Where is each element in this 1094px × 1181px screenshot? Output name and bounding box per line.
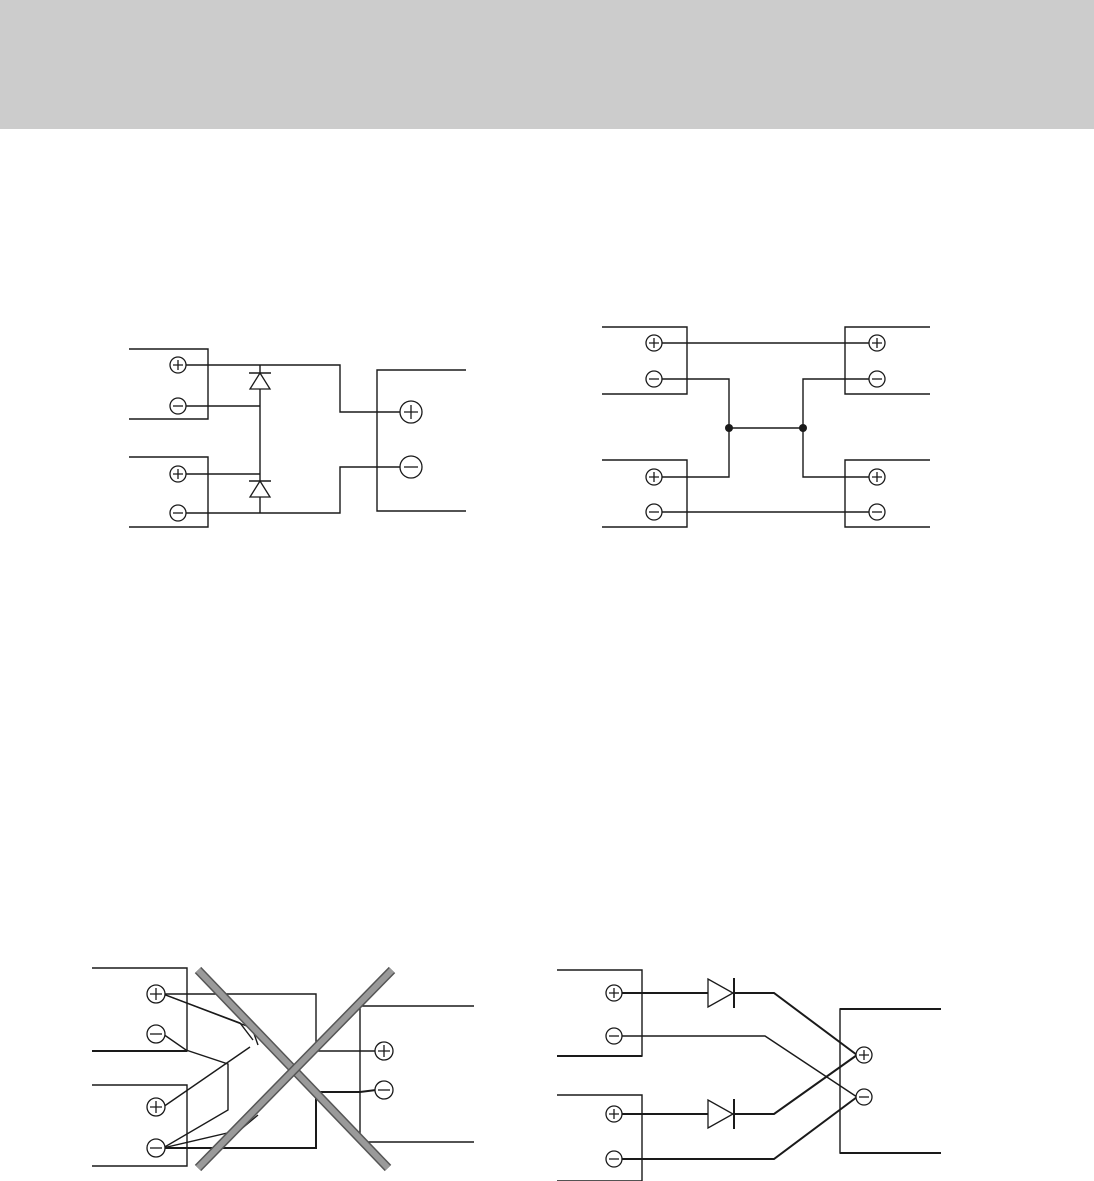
- plus-terminal-icon: [400, 401, 422, 423]
- supply-box-1: [129, 349, 208, 419]
- plus-terminal-icon: [646, 469, 662, 485]
- diode-1: [249, 373, 271, 389]
- minus-terminal-icon: [869, 371, 885, 387]
- plus-terminal-icon: [375, 1042, 393, 1060]
- minus-terminal-icon: [400, 456, 422, 478]
- diode-2: [708, 1099, 734, 1129]
- supply-box-1: [602, 327, 687, 394]
- supply-box-3: [845, 327, 930, 394]
- minus-terminal-icon: [869, 504, 885, 520]
- plus-terminal-icon: [606, 1106, 622, 1122]
- minus-terminal-icon: [856, 1089, 872, 1105]
- figure-bottom-left: [92, 968, 474, 1168]
- figure-top-right: [602, 327, 930, 527]
- supply-box-2: [557, 1095, 642, 1181]
- supply-box-2: [92, 1085, 187, 1166]
- minus-terminal-icon: [147, 1139, 165, 1157]
- wire: [621, 1036, 857, 1097]
- minus-terminal-icon: [170, 398, 186, 414]
- plus-terminal-icon: [646, 335, 662, 351]
- minus-terminal-icon: [375, 1081, 393, 1099]
- wire: [734, 993, 857, 1055]
- plus-terminal-icon: [856, 1047, 872, 1063]
- plus-terminal-icon: [869, 335, 885, 351]
- diode-1: [708, 978, 734, 1008]
- cross-out-icon: [198, 970, 392, 1168]
- plus-terminal-icon: [170, 357, 186, 373]
- wire: [621, 1097, 857, 1159]
- wire: [185, 365, 400, 412]
- load-box: [360, 1006, 474, 1142]
- minus-terminal-icon: [646, 504, 662, 520]
- load-box: [377, 370, 466, 511]
- plus-terminal-icon: [606, 985, 622, 1001]
- diode-2: [249, 481, 271, 497]
- supply-box-2: [602, 460, 687, 527]
- minus-terminal-icon: [606, 1151, 622, 1167]
- junction-dot: [725, 424, 733, 432]
- load-box: [840, 1009, 941, 1153]
- minus-terminal-icon: [606, 1028, 622, 1044]
- plus-terminal-icon: [869, 469, 885, 485]
- figure-bottom-right: [557, 970, 941, 1181]
- figure-top-left: [129, 349, 466, 527]
- junction-dot: [799, 424, 807, 432]
- minus-terminal-icon: [147, 1025, 165, 1043]
- minus-terminal-icon: [646, 371, 662, 387]
- supply-box-1: [92, 968, 187, 1051]
- supply-box-4: [845, 460, 930, 527]
- plus-terminal-icon: [147, 1098, 165, 1116]
- plus-terminal-icon: [170, 466, 186, 482]
- plus-terminal-icon: [147, 985, 165, 1003]
- supply-box-1: [557, 970, 642, 1056]
- minus-terminal-icon: [170, 505, 186, 521]
- wire: [163, 1047, 250, 1107]
- supply-box-2: [129, 457, 208, 527]
